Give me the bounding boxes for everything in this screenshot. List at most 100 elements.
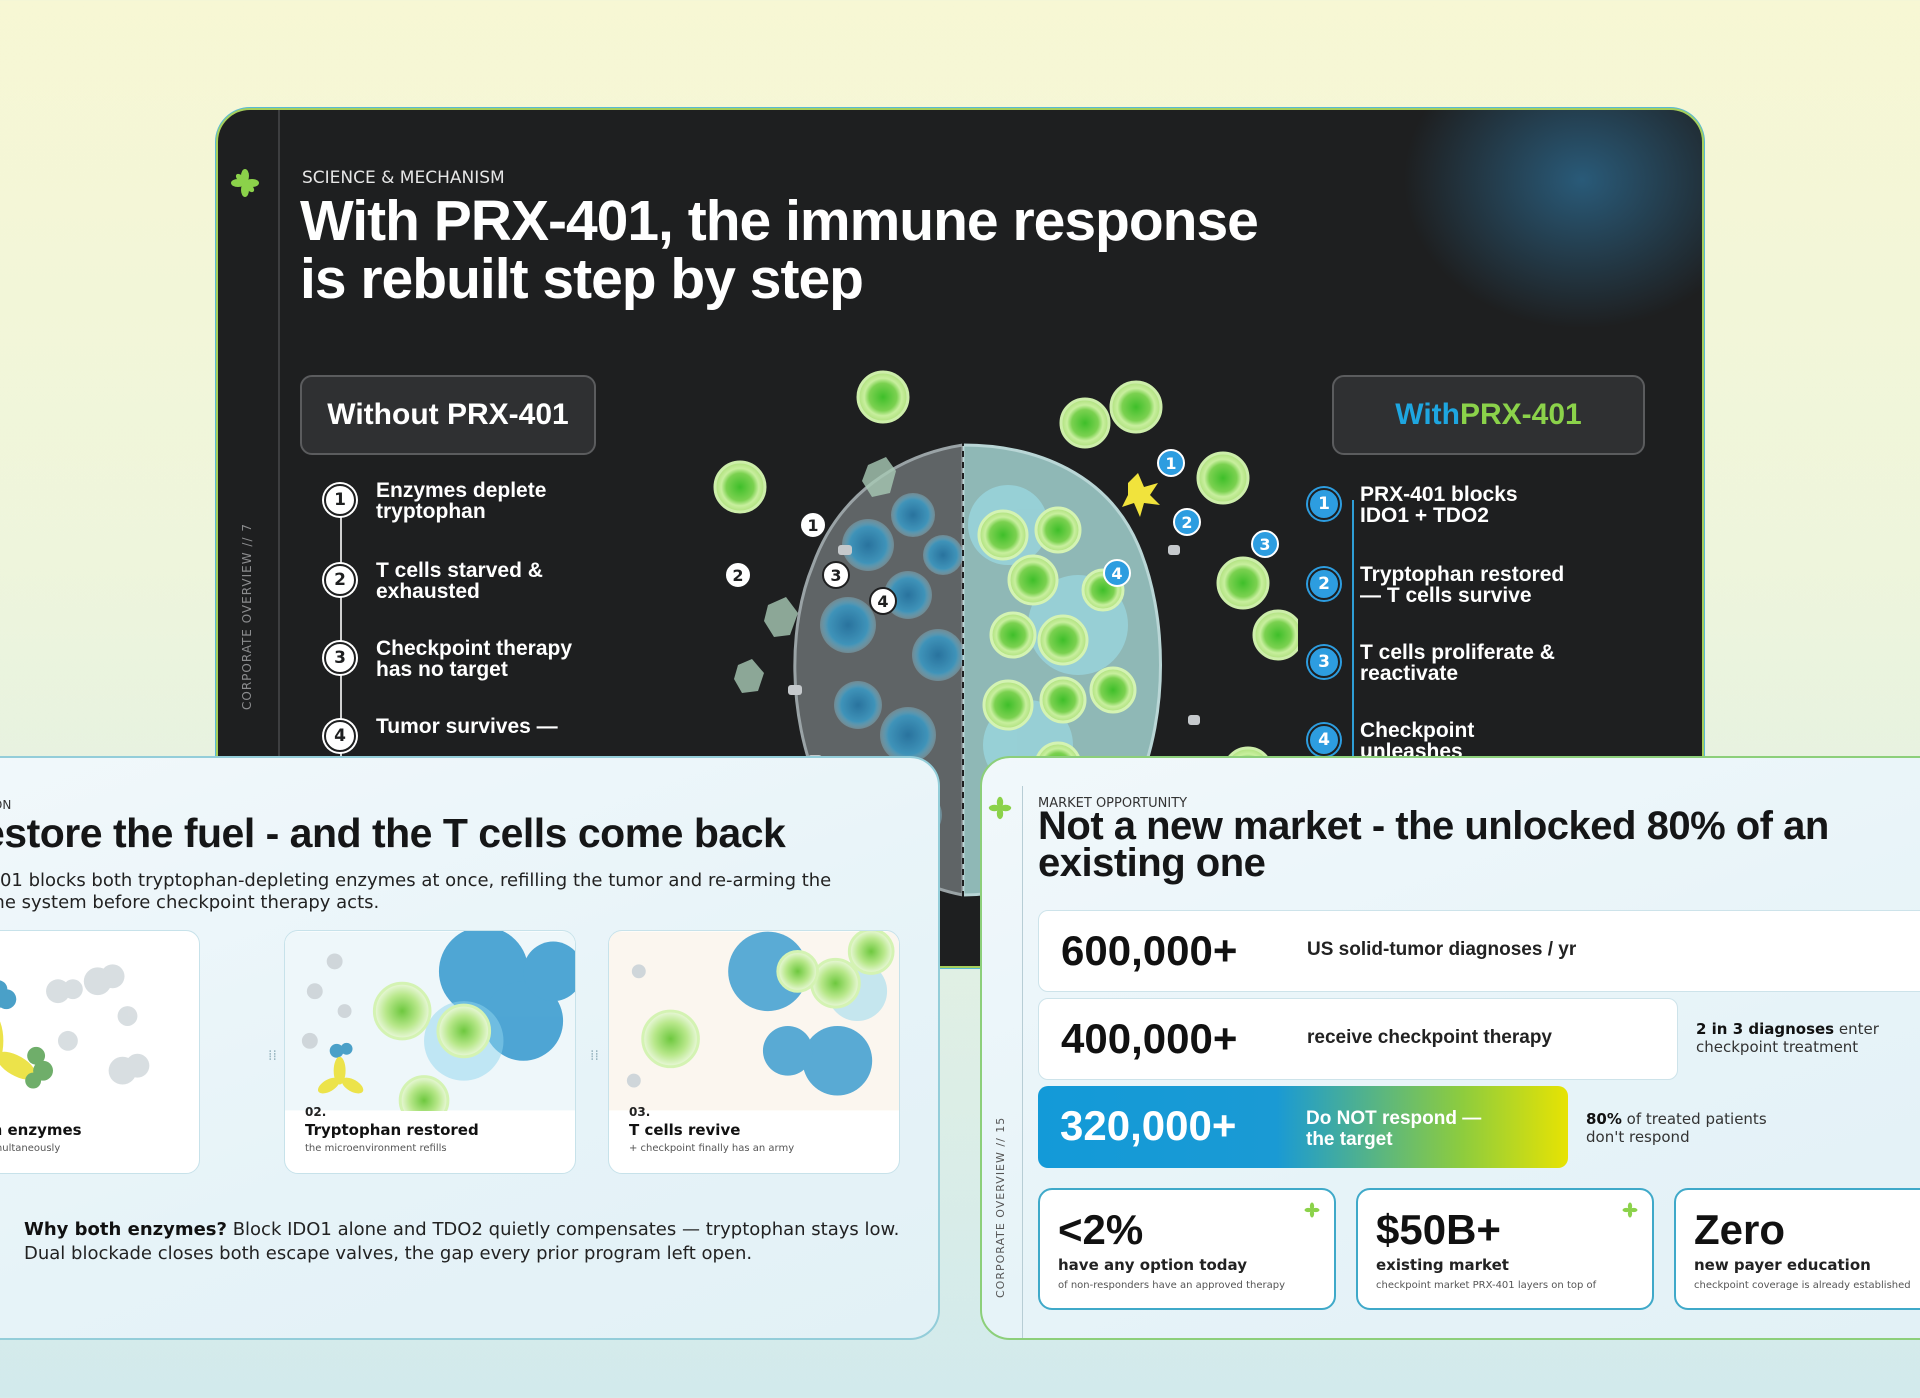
with-step: 3 T cells proliferate & reactivate <box>1306 642 1566 692</box>
slide-rail <box>1022 786 1023 1338</box>
slide-title: Not a new market - the unlocked 80% of a… <box>1038 804 1829 885</box>
funnel-note: 2 in 3 diagnoses enter checkpoint treatm… <box>1696 1020 1896 1056</box>
stat-value: Zero <box>1694 1206 1786 1253</box>
svg-text:3: 3 <box>830 566 841 585</box>
card-title: Tryptophan restored <box>305 1121 479 1139</box>
without-step: 4 Tumor survives — <box>322 716 582 766</box>
svg-text:4: 4 <box>877 592 888 611</box>
brand-star-icon <box>231 169 259 197</box>
stat-value: <2% <box>1058 1206 1144 1253</box>
card-subtitle: + checkpoint finally has an army <box>629 1143 795 1154</box>
stat-subtitle: checkpoint coverage is already establish… <box>1694 1280 1911 1291</box>
svg-text:4: 4 <box>1111 564 1122 583</box>
slide-eyebrow: TION <box>0 798 12 812</box>
solution-slide: TION estore the fuel - and the T cells c… <box>0 756 940 1340</box>
stat-subtitle: checkpoint market PRX-401 layers on top … <box>1376 1280 1597 1291</box>
t-cells-revive-illustration <box>609 931 899 1111</box>
step-card: 02. Tryptophan restored the microenviron… <box>284 930 576 1174</box>
with-step: 1 PRX-401 blocks IDO1 + TDO2 <box>1306 484 1566 534</box>
stat-value: $50B+ <box>1376 1206 1501 1253</box>
slide-subtitle: -401 blocks both tryptophan-depleting en… <box>0 870 832 913</box>
card-number: 03. <box>629 1105 651 1119</box>
funnel-label: US solid-tumor diagnoses / yr <box>1307 939 1577 960</box>
step-text: PRX-401 blocks IDO1 + TDO2 <box>1360 483 1518 527</box>
card-connector-icon: ⁞⁞ <box>590 1048 599 1064</box>
diagram-marker: 4 <box>1103 559 1131 587</box>
slide-title: With PRX-401, the immune response is reb… <box>300 189 1259 311</box>
funnel-value: 600,000+ <box>1061 927 1238 974</box>
svg-text:3: 3 <box>1259 535 1270 554</box>
stat-card: $50B+ existing market checkpoint market … <box>1356 1188 1654 1310</box>
card-title: T cells revive <box>629 1121 741 1139</box>
slide-eyebrow: MARKET OPPORTUNITY <box>1038 796 1188 811</box>
slide-page-indicator: CORPORATE OVERVIEW // 15 <box>994 1116 1007 1298</box>
brand-star-icon <box>1622 1202 1638 1218</box>
slide-title: estore the fuel - and the T cells come b… <box>0 810 786 856</box>
step-text: Enzymes deplete tryptophan <box>376 479 547 523</box>
step-number: 4 <box>324 720 356 752</box>
tryptophan-restored-illustration <box>285 931 575 1111</box>
diagram-marker: 3 <box>822 561 850 589</box>
step-text: Tumor survives — <box>376 715 558 738</box>
stat-card: Zero new payer education checkpoint cove… <box>1674 1188 1920 1310</box>
step-text: Checkpoint therapy has no target <box>376 637 573 681</box>
stat-card: <2% have any option today of non-respond… <box>1038 1188 1336 1310</box>
step-number: 2 <box>324 564 356 596</box>
step-number: 4 <box>1308 724 1340 756</box>
step-card: 03. T cells revive + checkpoint finally … <box>608 930 900 1174</box>
stat-label: new payer education <box>1694 1256 1871 1274</box>
stat-label: have any option today <box>1058 1256 1247 1274</box>
corner-glow <box>1402 110 1702 330</box>
step-number: 3 <box>324 642 356 674</box>
with-product: PRX-401 <box>1459 398 1582 431</box>
svg-text:1: 1 <box>807 516 818 535</box>
step-number: 1 <box>1308 488 1340 520</box>
why-callout-heading: Why both enzymes? <box>24 1219 227 1240</box>
brand-star-icon <box>1304 1202 1320 1218</box>
note-highlight: 2 in 3 diagnoses <box>1696 1020 1835 1038</box>
steps-connector <box>340 500 342 920</box>
without-prx-label: Without PRX-401 <box>300 375 596 455</box>
svg-text:2: 2 <box>1181 513 1192 532</box>
card-subtitle: 1 + TDO2, simultaneously <box>0 1143 61 1154</box>
step-text: T cells starved & exhausted <box>376 559 543 603</box>
diagram-marker: 1 <box>1157 449 1185 477</box>
with-prx-label: With PRX-401 <box>1332 375 1645 455</box>
why-callout: Why both enzymes? Block IDO1 alone and T… <box>24 1218 924 1266</box>
enzyme-block-illustration <box>0 964 150 1089</box>
steps-connector <box>1352 500 1354 920</box>
card-title: ock both enzymes <box>0 1121 82 1139</box>
slide-rail <box>278 110 280 966</box>
step-text: T cells proliferate & reactivate <box>1360 641 1555 685</box>
stat-subtitle: of non-responders have an approved thera… <box>1058 1280 1285 1291</box>
diagram-marker: 1 <box>799 511 827 539</box>
funnel-row: 400,000+ receive checkpoint therapy <box>1038 998 1678 1080</box>
funnel-row-target: 320,000+ Do NOT respond — the target <box>1038 1086 1568 1168</box>
diagram-marker: 2 <box>724 561 752 589</box>
funnel-label: receive checkpoint therapy <box>1307 1027 1552 1048</box>
without-step: 1 Enzymes deplete tryptophan <box>322 480 582 530</box>
slide-eyebrow: SCIENCE & MECHANISM <box>302 168 505 188</box>
step-number: 1 <box>324 484 356 516</box>
step-text: Tryptophan restored — T cells survive <box>1360 563 1565 607</box>
funnel-label: Do NOT respond — the target <box>1306 1108 1482 1150</box>
without-step: 2 T cells starved & exhausted <box>322 560 582 610</box>
brand-star-icon <box>988 796 1012 820</box>
note-highlight: 80% <box>1586 1110 1622 1128</box>
slide-page-indicator: CORPORATE OVERVIEW // 7 <box>240 523 254 710</box>
step-number: 3 <box>1308 646 1340 678</box>
stat-label: existing market <box>1376 1256 1509 1274</box>
funnel-value: 320,000+ <box>1060 1102 1237 1149</box>
note-text: of treated patients don't respond <box>1586 1110 1767 1146</box>
diagram-marker: 4 <box>869 587 897 615</box>
svg-text:1: 1 <box>1165 454 1176 473</box>
step-card: ock both enzymes 1 + TDO2, simultaneousl… <box>0 930 200 1174</box>
card-number: 02. <box>305 1105 327 1119</box>
with-step: 2 Tryptophan restored — T cells survive <box>1306 564 1566 614</box>
funnel-note: 80% of treated patients don't respond <box>1586 1110 1786 1146</box>
step-number: 2 <box>1308 568 1340 600</box>
svg-text:2: 2 <box>732 566 743 585</box>
with-prefix: With <box>1395 398 1460 431</box>
diagram-marker: 2 <box>1173 508 1201 536</box>
market-slide: CORPORATE OVERVIEW // 15 MARKET OPPORTUN… <box>980 756 1920 1340</box>
